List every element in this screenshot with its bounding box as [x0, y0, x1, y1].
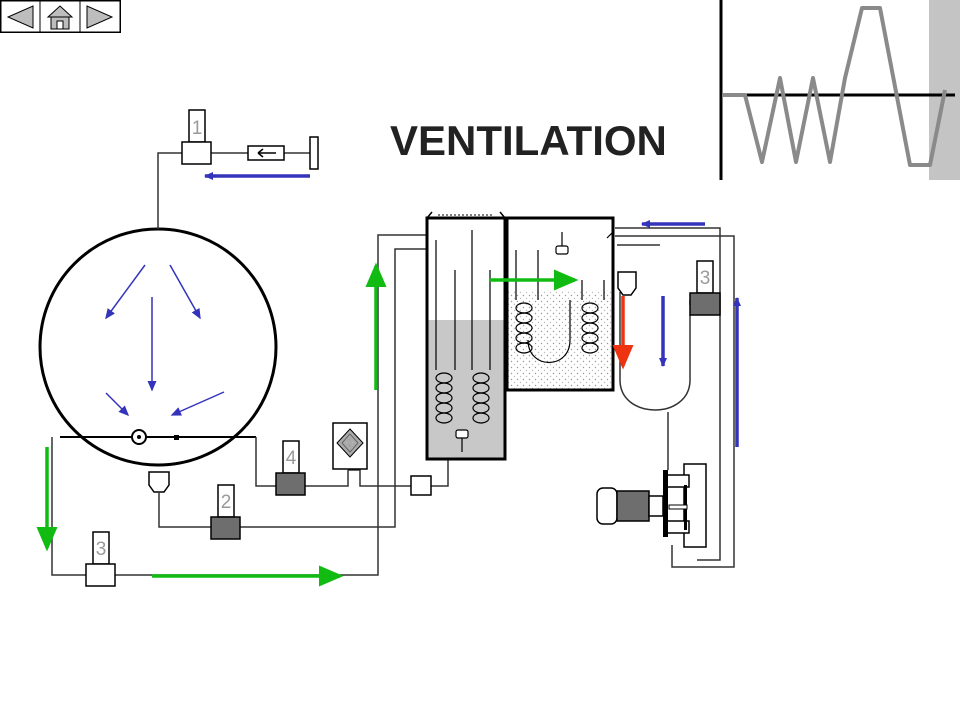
piping [51, 152, 735, 576]
svg-text:3: 3 [700, 268, 711, 289]
home-icon [46, 5, 74, 30]
triangle-left-icon [6, 5, 34, 29]
valve-1: 1 [181, 109, 212, 165]
flow-restrictor [247, 136, 319, 170]
svg-text:1: 1 [192, 118, 203, 139]
svg-text:2: 2 [221, 492, 232, 513]
page-title: VENTILATION [390, 117, 667, 164]
small-junction [410, 475, 432, 496]
nav-bar [0, 0, 121, 33]
valve-4: 4 [275, 440, 306, 496]
flow-arrows [36, 172, 741, 587]
pressure-waveform [719, 0, 960, 180]
next-button[interactable] [79, 0, 121, 33]
pump-assembly [596, 463, 707, 548]
lung-chamber [38, 227, 278, 493]
home-button[interactable] [39, 0, 81, 33]
humidifier-tank [425, 211, 507, 461]
prev-button[interactable] [0, 0, 41, 33]
valve-2: 2 [210, 484, 241, 540]
filter-box [332, 422, 368, 470]
svg-text:3: 3 [96, 539, 107, 560]
valve-3-right: 3 [689, 260, 721, 316]
triangle-right-icon [86, 5, 114, 29]
valve-3-left: 3 [85, 531, 116, 587]
svg-text:4: 4 [286, 448, 297, 469]
heater-tank [505, 216, 615, 392]
water-trap [617, 271, 637, 296]
